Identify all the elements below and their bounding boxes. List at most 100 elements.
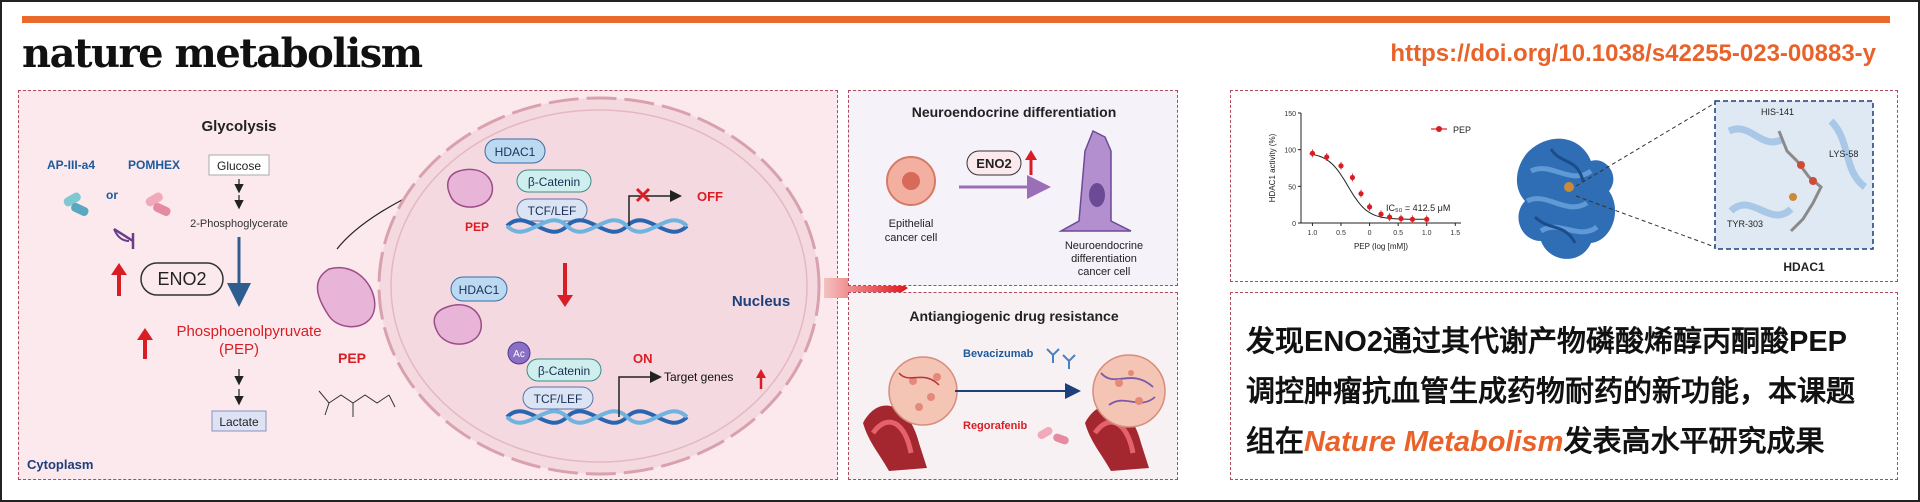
nucleus-label: Nucleus [732, 293, 790, 310]
y-tick-label: 50 [1288, 184, 1296, 191]
summary-line-3-post: 发表高水平研究成果 [1563, 426, 1825, 458]
tcf-lef-label: TCF/LEF [534, 392, 583, 406]
eno2-label: ENO2 [976, 156, 1011, 171]
hdac1-label: HDAC1 [495, 145, 536, 159]
antiangiogenic-diagram: Antiangiogenic drug resistance Bevacizum… [863, 308, 1166, 471]
epithelial-label-2: cancer cell [885, 232, 938, 244]
tumor-vessel-icon [863, 356, 958, 471]
pill-icon [145, 192, 171, 217]
hdac1-badge [450, 276, 508, 302]
neuroendocrine-diagram: Neuroendocrine differentiation Epithelia… [885, 104, 1143, 278]
data-point [1309, 150, 1316, 156]
cytoplasm-label: Cytoplasm [27, 457, 93, 472]
ne-label-1: Neuroendocrine [1065, 240, 1143, 252]
residue-his141: HIS-141 [1761, 107, 1794, 117]
resistant-tumor-vessel-icon [1085, 354, 1166, 471]
x-tick-label: 1.5 [1450, 230, 1460, 237]
x-tick-label: 0 [1368, 230, 1372, 237]
beta-catenin-label: β-Catenin [528, 175, 580, 189]
up-arrow-icon [137, 328, 153, 359]
acetyl-label: Ac [513, 349, 525, 360]
inhibitor-1: AP-III-a4 [47, 158, 95, 172]
data-point [1349, 174, 1356, 181]
x-axis-label: PEP (log [mM]) [1354, 242, 1408, 251]
drug1-label: Bevacizumab [963, 348, 1034, 360]
or-label: or [106, 188, 118, 202]
antiangiogenic-title: Antiangiogenic drug resistance [909, 308, 1118, 324]
y-axis-label: HDAC1 activity (%) [1268, 133, 1277, 202]
beta-catenin-badge [516, 169, 592, 193]
lactate-label: Lactate [219, 415, 259, 429]
neuroendocrine-cell-icon [1058, 129, 1132, 232]
neuroendocrine-panel: Neuroendocrine differentiation Epithelia… [848, 90, 1178, 286]
pep-label-cytoplasm: PEP [338, 350, 366, 366]
data-point [1424, 216, 1430, 222]
tcf-lef-label: TCF/LEF [528, 204, 577, 218]
doi-link[interactable]: https://doi.org/10.1038/s42255-023-00883… [1390, 40, 1876, 67]
summary-line-2: 调控肿瘤抗血管生成药物耐药的新功能，本课题 [1246, 376, 1856, 408]
pep-abbrev: (PEP) [219, 341, 259, 358]
y-tick-label: 0 [1292, 221, 1296, 228]
legend-marker [1436, 126, 1442, 132]
fit-curve [1309, 153, 1428, 220]
tcf-lef-badge [522, 386, 594, 410]
up-arrow-icon [111, 263, 127, 296]
inhibitor-2: POMHEX [128, 158, 180, 172]
pep-label-nucleus: PEP [465, 220, 489, 234]
acetyl-badge [507, 341, 531, 365]
beta-catenin-badge [526, 358, 602, 382]
journal-name-highlight: Nature Metabolism [1304, 426, 1564, 458]
protein-structure-icon [1516, 138, 1616, 259]
residue-lys58: LYS-58 [1829, 149, 1858, 159]
ne-label-3: cancer cell [1078, 266, 1131, 278]
pep-structure-icon [318, 390, 396, 417]
x-tick-label: 1.0 [1308, 230, 1318, 237]
ic50-annotation: IC₅₀ = 412.5 μM [1386, 203, 1450, 213]
glucose-label: Glucose [217, 159, 261, 173]
data-point [1378, 211, 1384, 217]
binding-site-icon [1727, 118, 1868, 233]
binding-site-zoom [1714, 100, 1874, 250]
pep-molecule-icon [316, 266, 376, 328]
neuroendocrine-title: Neuroendocrine differentiation [912, 104, 1117, 120]
x-tick-label: 0.5 [1393, 230, 1403, 237]
hdac1-label: HDAC1 [459, 283, 500, 297]
down-arrow-icon [557, 263, 573, 307]
pep-molecule-icon [433, 304, 483, 345]
glycolysis-title: Glycolysis [201, 118, 276, 135]
up-arrow-icon [756, 369, 766, 389]
blocked-x-icon [635, 187, 651, 203]
ne-label-2: differentiation [1071, 253, 1137, 265]
epithelial-cell-icon [886, 156, 936, 206]
glucose-box [208, 154, 270, 176]
intermediate-label: 2-Phosphoglycerate [190, 218, 288, 230]
on-label: ON [633, 351, 653, 366]
drug2-label: Regorafenib [963, 420, 1027, 432]
lactate-box [211, 410, 267, 432]
summary-line-1: 发现ENO2通过其代谢产物磷酸烯醇丙酮酸PEP [1246, 326, 1848, 358]
accent-bar [22, 16, 1890, 23]
eno2-badge [140, 262, 224, 296]
data-point [1366, 204, 1373, 210]
data-point [1324, 154, 1330, 160]
y-tick-label: 100 [1284, 148, 1296, 155]
residue-tyr303: TYR-303 [1727, 219, 1763, 229]
pep-molecule-icon [446, 168, 494, 208]
data-point [1338, 163, 1344, 169]
off-label: OFF [697, 189, 723, 204]
mechanism-panel: Glycolysis AP-III-a4 POMHEX or Glucose 2… [18, 90, 838, 480]
epithelial-label-1: Epithelial [889, 218, 934, 230]
eno2-badge [966, 150, 1022, 176]
antiangiogenic-panel: Antiangiogenic drug resistance Bevacizum… [848, 292, 1178, 480]
beta-catenin-label: β-Catenin [538, 364, 590, 378]
hdac1-badge [484, 138, 546, 164]
summary-line-3-pre: 组在 [1246, 426, 1305, 458]
target-genes-label: Target genes [664, 370, 733, 384]
antibody-icon [1046, 348, 1076, 369]
eno2-label: ENO2 [157, 269, 206, 289]
summary-panel [1230, 292, 1898, 480]
inhibition-arrow [113, 227, 134, 243]
